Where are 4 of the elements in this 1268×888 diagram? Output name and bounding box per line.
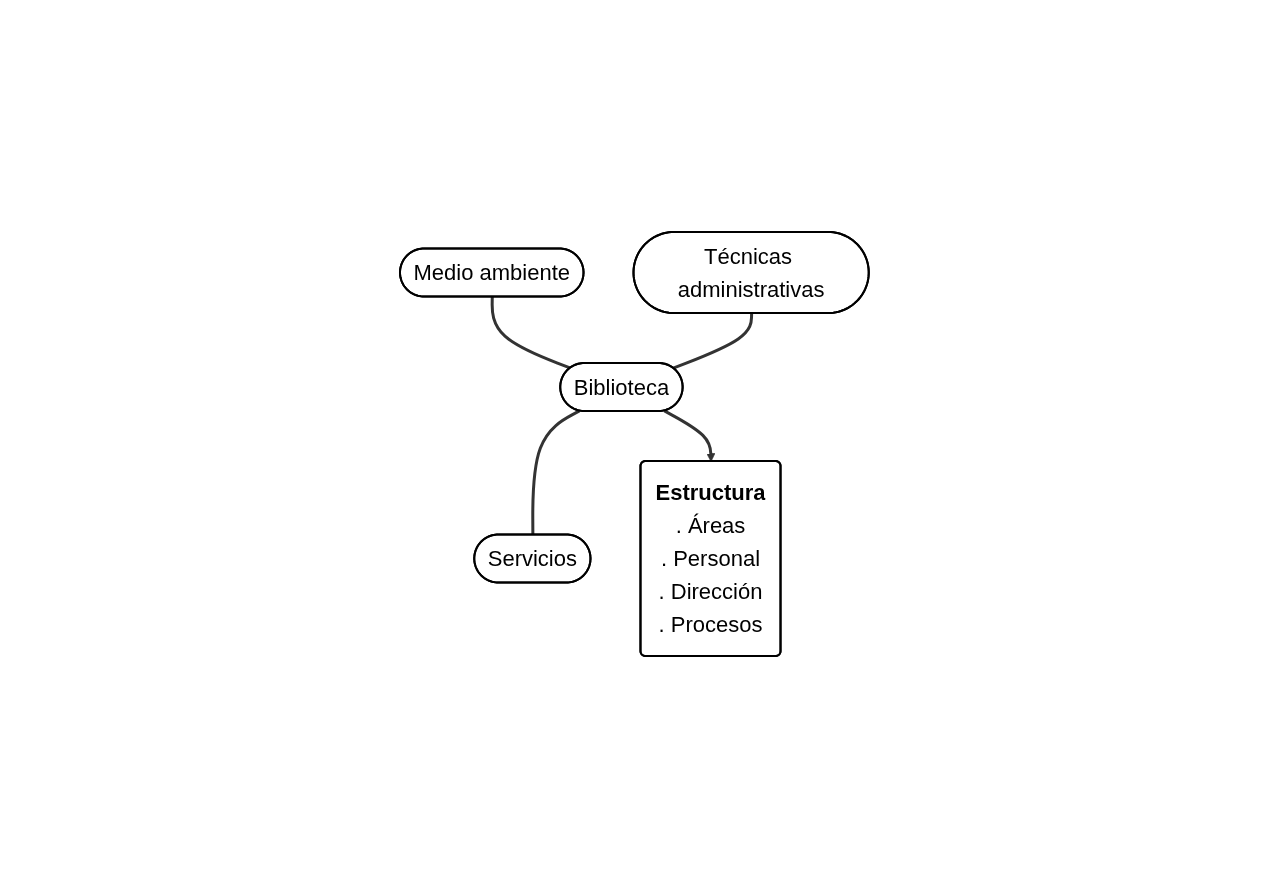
arrow [663,409,715,462]
connector [530,409,580,535]
connector [672,313,753,370]
connector [490,296,571,370]
